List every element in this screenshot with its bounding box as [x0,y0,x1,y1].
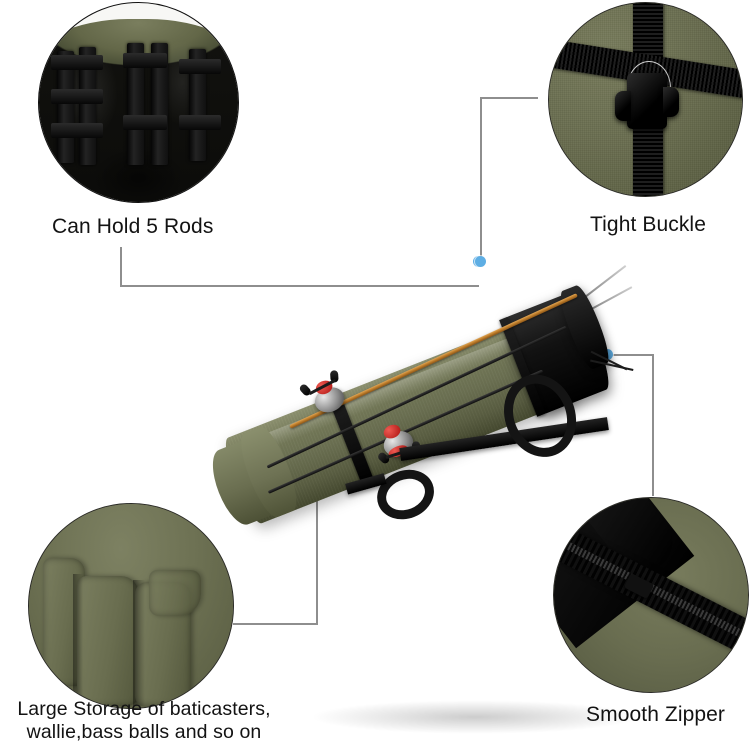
fabric-fold [73,574,83,704]
connector-rods-horizontal [120,285,479,287]
caption-rods: Can Hold 5 Rods [52,215,214,238]
connector-storage-horizontal [233,623,318,625]
hero-product-image [190,248,640,734]
callout-image-storage [28,503,234,709]
webbing-loop [51,123,103,138]
callout-image-rods [38,2,239,203]
molle-strap [151,43,168,165]
connector-storage-vertical [316,468,318,624]
callout-image-buckle [548,2,743,197]
connector-zipper-vertical [652,354,654,496]
buckle-prong-right [663,87,679,117]
connector-rods-vertical [120,247,122,286]
connector-buckle-vertical [480,97,482,259]
drop-shadow [310,700,640,734]
side-release-buckle [627,73,667,129]
interior-pocket [149,570,201,616]
webbing-loop [51,89,103,104]
caption-storage-line-2: wallie,bass balls and so on [26,720,262,743]
connector-buckle-horizontal [480,97,538,99]
webbing-loop [123,53,167,68]
fabric-fold [133,580,145,706]
buckle-prong-left [615,91,631,121]
molle-strap [127,43,144,165]
webbing-loop [123,115,167,130]
interior-pocket [77,576,139,706]
caption-storage: Large Storage of baticasters, wallie,bas… [2,698,286,743]
caption-zipper: Smooth Zipper [586,703,726,726]
molle-strap [189,49,206,161]
caption-buckle: Tight Buckle [590,213,706,236]
webbing-loop [51,55,103,70]
marker-dot-buckle [475,256,486,267]
connector-zipper-horizontal [610,354,653,356]
webbing-loop [179,59,221,74]
webbing-loop [179,115,221,130]
caption-storage-line-1: Large Storage of baticasters, [17,698,271,720]
callout-image-zipper [553,497,749,693]
